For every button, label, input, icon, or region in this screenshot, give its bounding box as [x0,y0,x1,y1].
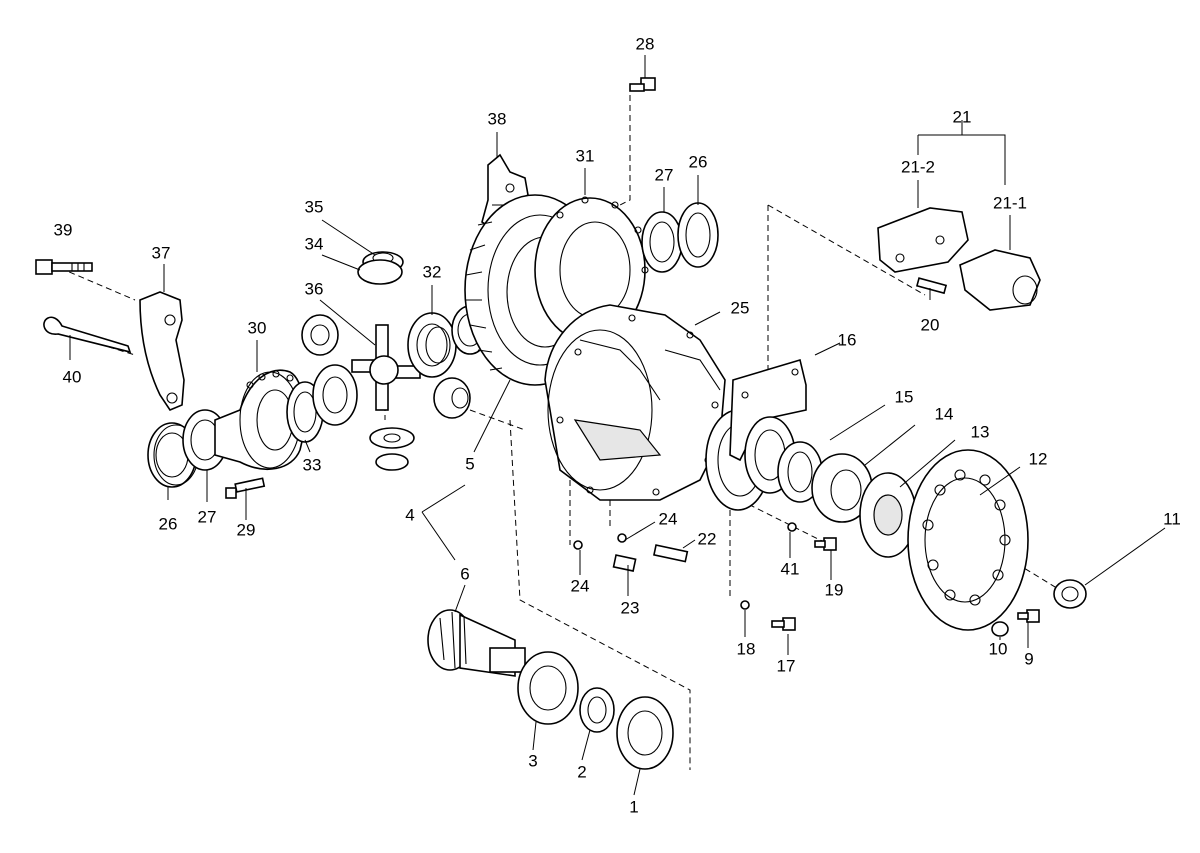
label-17: 17 [777,656,796,675]
label-19: 19 [825,580,844,599]
part-11-nut [1053,579,1087,609]
label-26-left: 26 [159,514,178,533]
label-2: 2 [577,762,586,781]
part-37-bearing-cap [139,291,185,411]
label-23: 23 [621,598,640,617]
part-14-washer [811,453,873,523]
part-26-adjusting-nut-right [677,202,719,268]
part-23-pin [612,554,637,572]
label-21: 21 [953,107,972,126]
label-3: 3 [528,751,537,770]
part-19-bolt [814,537,837,551]
label-39: 39 [54,220,73,239]
label-34: 34 [305,234,324,253]
label-11: 11 [1163,509,1181,528]
label-14: 14 [935,404,954,423]
part-10-washer [991,621,1009,637]
part-17-bolt [771,617,796,631]
label-32: 32 [423,262,442,281]
part-32-bearing [407,312,457,378]
part-6-drive-pinion [427,609,526,677]
part-21-2-actuator-housing [877,207,969,273]
part-3-bearing [517,651,579,725]
part-22-pin [653,544,689,563]
part-1-bearing [616,696,674,770]
part-12-brake-disc [907,449,1029,631]
part-20-bolt [915,277,948,295]
part-2-spacer [579,687,615,733]
part-25-carrier-housing [544,304,726,501]
part-24-washer-b [617,533,627,543]
label-21-1: 21-1 [993,193,1027,212]
label-13: 13 [971,422,990,441]
label-28: 28 [636,34,655,53]
part-36-spider-cross [351,324,421,411]
spider-gear-bottom [369,427,415,471]
part-9-bolt [1017,609,1040,623]
label-12: 12 [1029,449,1048,468]
label-10: 10 [989,639,1008,658]
part-34-pinion [357,259,403,285]
part-28-bolt [629,77,656,92]
label-40: 40 [63,367,82,386]
part-18-washer [740,600,750,610]
label-35: 35 [305,197,324,216]
side-gear-right [433,377,471,419]
label-22: 22 [698,529,717,548]
label-1: 1 [629,797,638,816]
part-40-cotter-pin [43,316,132,354]
label-16: 16 [838,330,857,349]
spider-pinion-gear [301,314,339,356]
seal-ring [777,441,823,503]
label-25: 25 [731,298,750,317]
label-21-2: 21-2 [901,157,935,176]
label-15: 15 [895,387,914,406]
part-24-washer-a [573,540,583,550]
label-24-top: 24 [659,509,678,528]
label-26-right: 26 [689,152,708,171]
label-20: 20 [921,315,940,334]
label-27-right: 27 [655,165,674,184]
side-gear-left [312,364,358,426]
label-24-bottom: 24 [571,576,590,595]
label-37: 37 [152,243,171,262]
label-6: 6 [460,564,469,583]
part-13-companion-flange [859,472,917,558]
label-31: 31 [576,146,595,165]
label-38: 38 [488,109,507,128]
label-18: 18 [737,639,756,658]
part-29-bolt [225,477,266,499]
part-21-1-actuator-motor [959,249,1041,311]
label-9: 9 [1024,649,1033,668]
label-4: 4 [405,505,414,524]
label-29: 29 [237,520,256,539]
part-27-bearing-right [641,211,683,273]
label-5: 5 [465,454,474,473]
label-27-left: 27 [198,507,217,526]
part-39-bolt [35,259,93,275]
label-30: 30 [248,318,267,337]
part-41-washer [787,522,797,532]
leader-lines [69,55,1166,796]
label-41: 41 [781,559,800,578]
part-labels: 28 38 31 27 26 21 21-2 21-1 20 39 37 35 … [54,34,1181,816]
label-36: 36 [305,279,324,298]
label-33: 33 [303,455,322,474]
